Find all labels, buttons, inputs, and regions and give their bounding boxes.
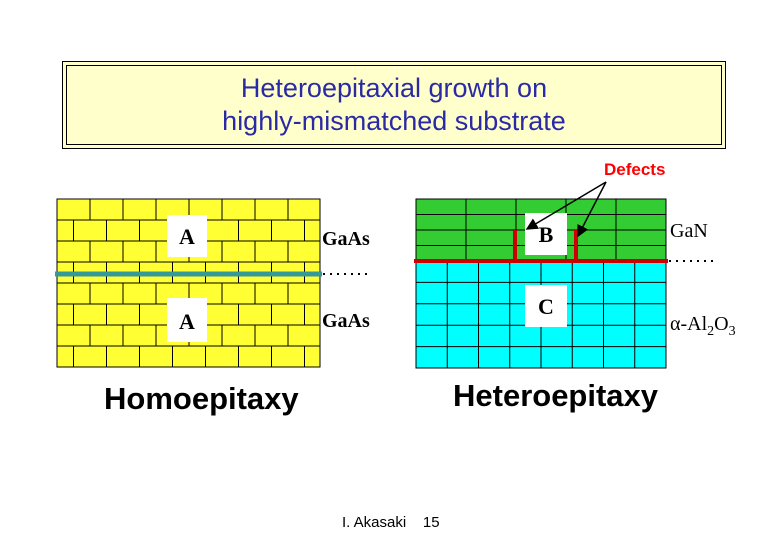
- homoepitaxy-lattice: A A GaAs GaAs: [55, 198, 370, 368]
- label-box-c: [525, 285, 567, 327]
- label-a-top: A: [179, 224, 195, 249]
- title-line-2: highly-mismatched substrate: [222, 106, 566, 136]
- material-gaas-top: GaAs: [322, 228, 370, 250]
- defects-label: Defects: [604, 160, 665, 179]
- material-gan: GaN: [670, 220, 708, 242]
- heteroepitaxy-lattice: B C GaN α-Al2O3 Defects: [414, 160, 736, 369]
- title-line-1: Heteroepitaxial growth on: [240, 73, 548, 103]
- defect-arrow-right: [577, 181, 607, 238]
- title-box: Heteroepitaxial growth on highly-mismatc…: [62, 61, 726, 149]
- caption-homoepitaxy: Homoepitaxy: [104, 381, 299, 416]
- label-b: B: [539, 222, 554, 247]
- material-sapphire: α-Al2O3: [670, 313, 736, 339]
- caption-heteroepitaxy: Heteroepitaxy: [453, 378, 659, 413]
- footer-author: I. Akasaki: [342, 514, 407, 531]
- label-c: C: [538, 294, 554, 319]
- defect-arrow-left: [525, 181, 607, 230]
- label-box-a-bottom: [167, 298, 207, 342]
- label-a-bottom: A: [179, 309, 195, 334]
- footer: I. Akasaki 15: [342, 514, 440, 531]
- footer-page: 15: [422, 514, 440, 531]
- label-box-a-top: [167, 215, 207, 257]
- material-gaas-bottom: GaAs: [322, 310, 370, 332]
